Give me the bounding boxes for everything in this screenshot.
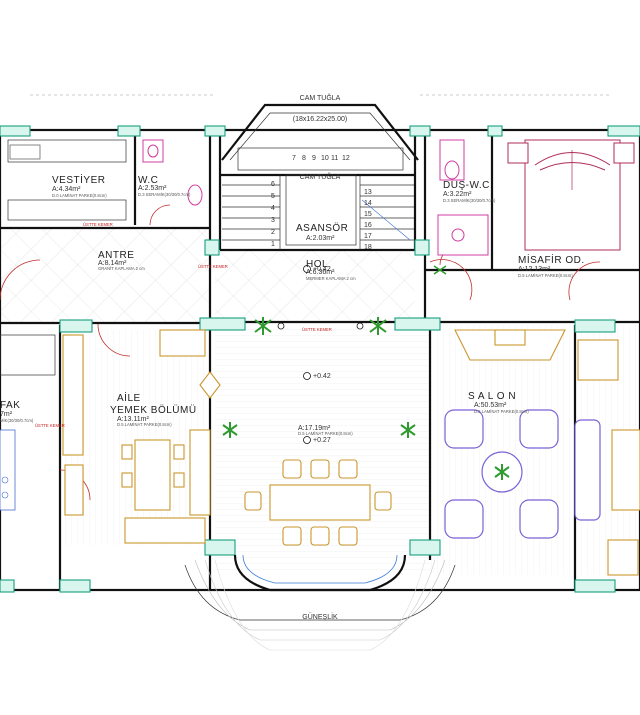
plants [222, 265, 510, 480]
room-name-asansor: ASANSÖR [296, 222, 348, 234]
stair-number: 11 [331, 155, 338, 162]
room-name-wc: W.C [138, 175, 158, 186]
room-name-vestiyer: VESTİYER [52, 173, 105, 186]
stair-number: 4 [271, 205, 275, 212]
stair-numbers-left: 6 5 4 3 2 1 [271, 181, 275, 248]
stair-treads-right [359, 175, 414, 250]
wc-fixtures [142, 139, 489, 256]
cam-tugla-dims-label: (18x16.22x25.00) [293, 116, 347, 123]
room-name-misafir: MİSAFİR OD. [518, 253, 585, 266]
stair-number: 2 [271, 229, 275, 236]
stair-number: 13 [364, 189, 372, 196]
stair-numbers-right: 13 14 15 16 17 18 [364, 189, 372, 251]
cam-tugla-mid-label: CAM TUĞLA [300, 172, 341, 181]
stair-number: 7 [292, 155, 296, 162]
room-floor-wc: D.3 SERAMİK(30/30/0.7cm) [138, 192, 191, 197]
stair-number: 6 [271, 181, 275, 188]
stair-number: 12 [342, 155, 350, 162]
room-floor-mutfak: MİK(30/30/0.7cm) [0, 418, 34, 423]
stair-number: 9 [312, 155, 316, 162]
bay-window [184, 554, 456, 651]
plant-icon [494, 464, 510, 480]
room-floor-dus-wc: D.3 SERAMİK(30/30/0.7cm) [443, 198, 496, 203]
room-name-aile-2: YEMEK BÖLÜMÜ [110, 404, 197, 416]
stair-number: 1 [271, 241, 275, 248]
room-area-misafir: A:12.13m² [518, 266, 551, 273]
room-area-hol: A:6.36m² [306, 269, 335, 276]
stair-number: 8 [302, 155, 306, 162]
wardrobe [7, 139, 127, 221]
room-floor-hol: MERMER KAPLAMA 2 cm [306, 276, 356, 281]
room-floor-antre: GRANİT KAPLAMA 2 cm [98, 266, 145, 271]
room-name-hol: HOL [306, 259, 328, 270]
plant-icon [369, 317, 387, 335]
stair-treads-left [222, 175, 281, 250]
room-floor-vestiyer: D.0 LAMİNAT PARKE(0.8cm) [52, 193, 107, 198]
stair-number: 16 [364, 222, 372, 229]
room-area-mutfak: 7m² [0, 411, 13, 418]
stair-numbers-top: 7 8 9 10 11 12 [292, 155, 350, 162]
level-label-2: +0.42 [313, 373, 331, 380]
room-area-antre: A:8.14m² [98, 260, 127, 267]
stair-bay [220, 103, 419, 250]
room-name-dus-wc: DUŞ-W.C [443, 180, 490, 191]
room-floor-salon: D.5 LAMİNAT PARKE(0.8cm) [474, 409, 529, 414]
stair-number: 17 [364, 233, 372, 240]
room-name-antre: ANTRE [98, 250, 134, 261]
plant-icon [254, 317, 272, 335]
level-label-3: +0.27 [313, 437, 331, 444]
arch-label-3: ÜSTTE KEMER [302, 327, 332, 332]
structural-columns [0, 125, 640, 593]
dining-set [244, 459, 392, 546]
stair-number: 14 [364, 200, 372, 207]
room-name-guneslik: GÜNEŞLİK [302, 612, 338, 621]
family-dining-furniture [62, 329, 221, 544]
arch-label-1: ÜSTTE KEMER [83, 222, 113, 227]
arch-label-4: ÜSTTE KEMER [35, 423, 65, 428]
room-area-salon: A:50.53m² [474, 402, 507, 409]
kitchen-counter [0, 334, 56, 511]
room-area-wc: A:2.53m² [138, 185, 167, 192]
stair-number: 5 [271, 193, 275, 200]
room-area-dus-wc: A:3.22m² [443, 191, 472, 198]
guest-bed [507, 139, 635, 251]
room-area-asansor: A:2.03m² [306, 235, 335, 242]
plant-icon [433, 265, 447, 275]
stair-number: 3 [271, 217, 275, 224]
salon-seating [444, 329, 640, 576]
arch-label-2: ÜSTTE KEMER [198, 264, 228, 269]
stair-number: 15 [364, 211, 372, 218]
room-area-yemek: A:17.19m² [298, 425, 331, 432]
stair-number: 10 [321, 155, 329, 162]
room-name-salon: S A L O N [468, 391, 516, 402]
room-floor-misafir: D.5 LAMİNAT PARKE(0.8cm) [518, 273, 573, 278]
room-floor-yemek: D.5 LAMİNAT PARKE(0.8cm) [298, 431, 353, 436]
level-label-hol: +0.42 [313, 266, 331, 273]
room-floor-aile: D.5 LAMİNAT PARKE(0.8cm) [117, 422, 172, 427]
room-area-vestiyer: A:4.34m² [52, 186, 81, 193]
plant-icon [400, 422, 416, 438]
room-area-aile: A:13.11m² [117, 416, 149, 423]
cam-tugla-top-label: CAM TUĞLA [300, 93, 341, 102]
room-name-aile-1: AİLE [117, 391, 141, 404]
level-markers [277, 265, 364, 444]
room-name-mutfak: FAK [0, 400, 20, 411]
stair-number: 18 [364, 244, 372, 251]
plant-icon [222, 422, 238, 438]
